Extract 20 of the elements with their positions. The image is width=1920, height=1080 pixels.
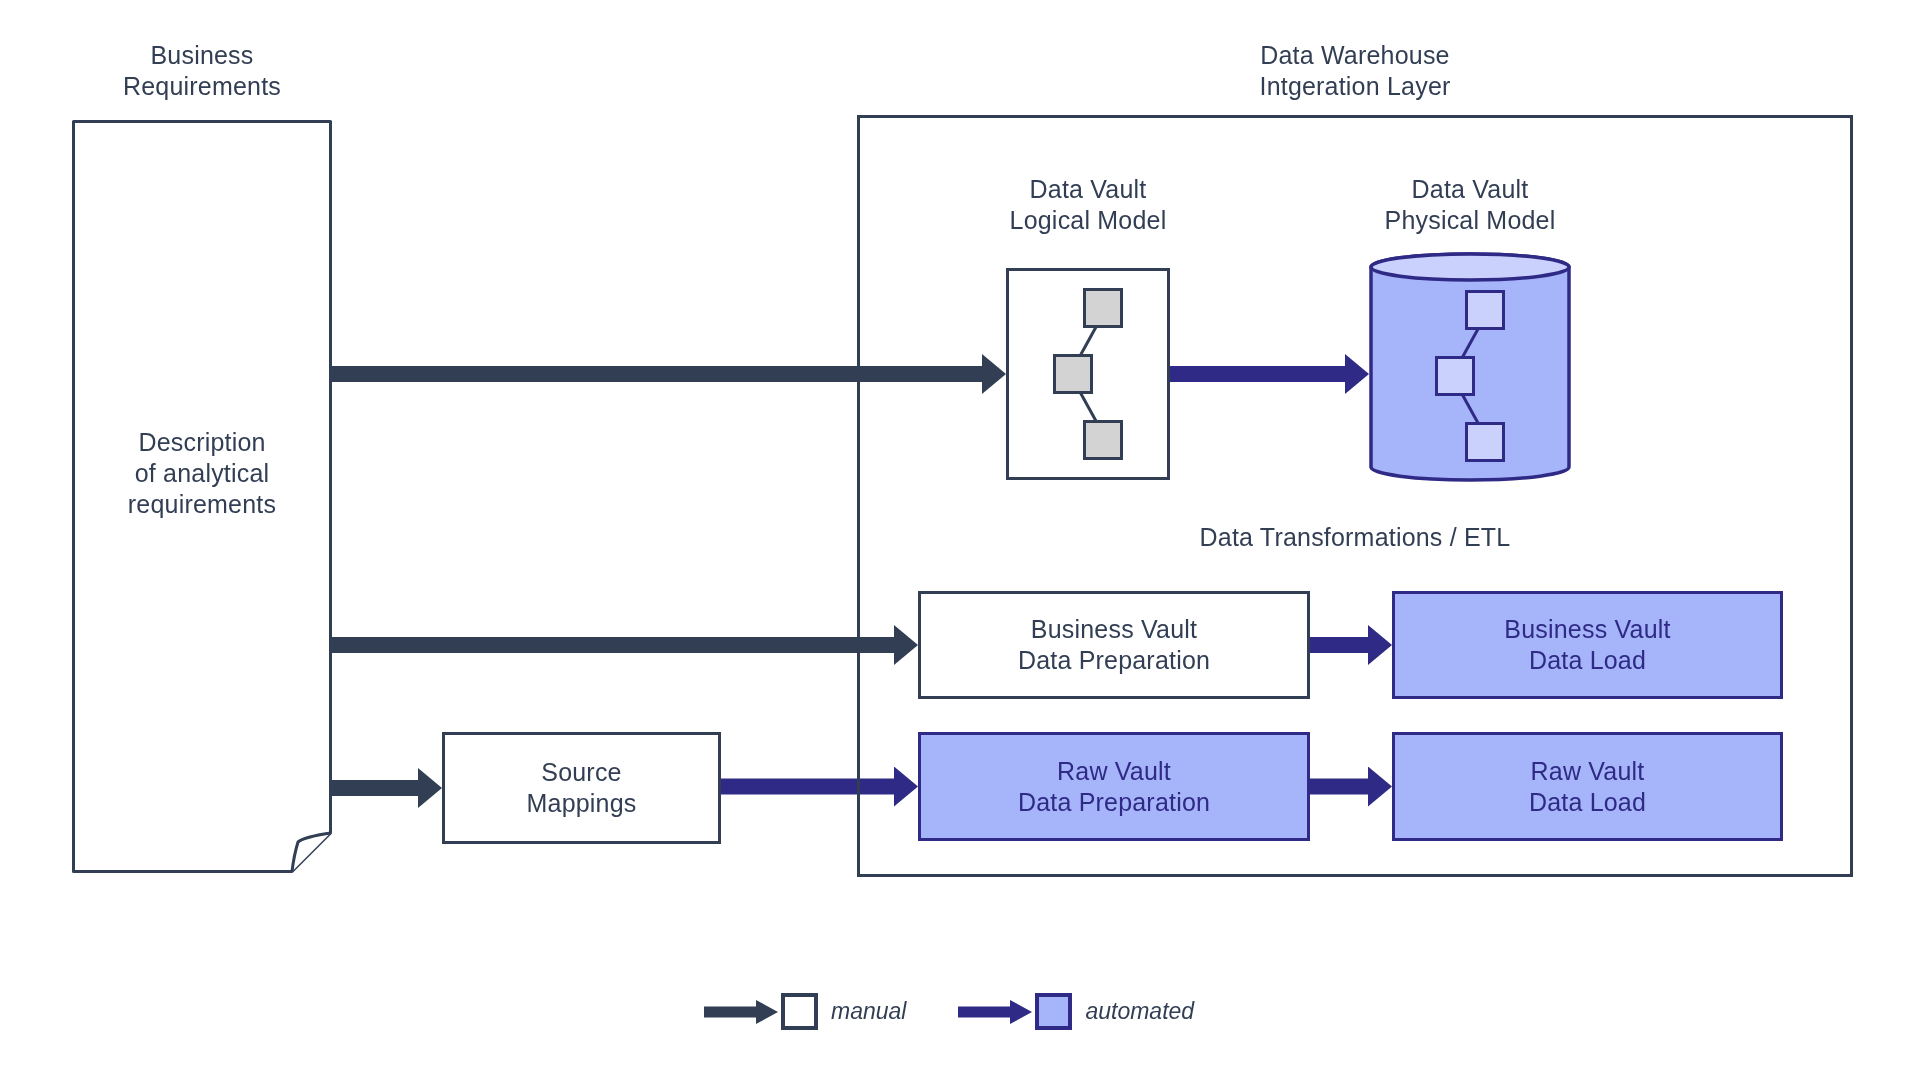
arrow <box>1310 625 1392 665</box>
arrow <box>332 354 1006 394</box>
process-box: Source Mappings <box>442 732 721 844</box>
process-box: Raw Vault Data Load <box>1392 732 1783 841</box>
arrow <box>721 766 918 807</box>
process-box: Business Vault Data Preparation <box>918 591 1310 699</box>
node-heading: Business Requirements <box>122 40 282 102</box>
process-box: Business Vault Data Load <box>1392 591 1783 699</box>
process-box: Raw Vault Data Preparation <box>918 732 1310 841</box>
node-text: Description of analytical requirements <box>126 426 278 519</box>
section-heading: Data Transformations / ETL <box>1199 522 1511 553</box>
arrow <box>1170 354 1369 394</box>
arrow <box>332 625 918 665</box>
node-heading: Data Warehouse Intgeration Layer <box>1258 40 1452 102</box>
node-heading: Data Vault Physical Model <box>1383 174 1557 236</box>
node-heading: Data Vault Logical Model <box>1008 174 1168 236</box>
legend-label: automated <box>1085 998 1195 1025</box>
legend-label: manual <box>831 998 907 1025</box>
arrow <box>332 768 442 808</box>
arrow <box>1310 766 1392 807</box>
